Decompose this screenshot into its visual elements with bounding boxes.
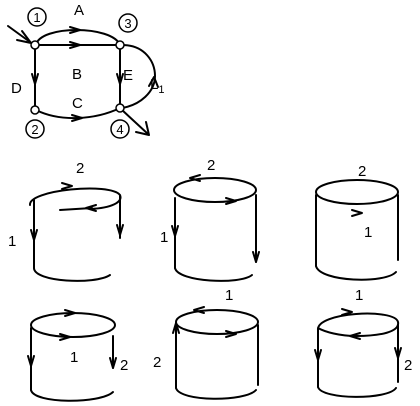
- edge-e-label: E: [123, 67, 133, 84]
- edge-a-arrow: [69, 26, 81, 34]
- surface-6-top-arrow: [341, 308, 353, 316]
- loop-l1-label: L1: [150, 76, 164, 96]
- surface-4-bottom: [30, 389, 114, 402]
- surface-3-bottom: [315, 265, 397, 281]
- outflow-arrowhead: [135, 121, 150, 136]
- surface-5-top: [175, 309, 259, 335]
- surface-4-label-inner: 1: [70, 349, 78, 366]
- edge-d-arrow: [31, 73, 39, 85]
- surface-5-inner-arrow: [225, 330, 237, 338]
- surface-2-left-arrow: [171, 225, 179, 237]
- node-4-dot: [115, 103, 125, 113]
- surface-6-bottom: [317, 386, 397, 398]
- surface-1: 2 1: [8, 160, 124, 282]
- surface-2-top-arrow: [189, 174, 201, 182]
- surface-1-top-arrow: [61, 182, 73, 190]
- surface-6-right-arrow: [394, 347, 402, 359]
- surface-4-label-side: 2: [120, 357, 128, 374]
- surface-4-top: [30, 312, 116, 338]
- surface-6-label-top: 1: [355, 287, 363, 304]
- surface-5-left-arrow: [172, 322, 180, 334]
- surface-3: 2 1: [315, 163, 399, 281]
- surface-1-right-arrow: [116, 224, 124, 236]
- node-4-label: 4: [110, 119, 130, 139]
- svg-text:3: 3: [124, 16, 131, 31]
- edge-c-arrow: [71, 114, 83, 122]
- surface-1-label-top: 2: [76, 160, 84, 177]
- surface-6-inner-arrow: [349, 332, 361, 340]
- edge-c-label: C: [72, 95, 83, 112]
- surface-1-label-side: 1: [8, 233, 16, 250]
- surface-6-top: [316, 312, 400, 337]
- surface-4-top-arrow: [64, 309, 76, 317]
- surface-4-inner-arrow: [59, 333, 71, 341]
- svg-text:2: 2: [31, 122, 38, 137]
- surface-3-inner-arrow: [351, 209, 363, 217]
- outflow-arrow: [121, 109, 149, 135]
- surface-2-bottom: [174, 267, 253, 282]
- surface-1-inner-arrow: [85, 204, 97, 212]
- surface-6-left-arrow: [314, 349, 322, 361]
- surface-5-label-side: 2: [153, 354, 161, 371]
- loop-l1: [121, 44, 156, 109]
- surface-3-label-inner: 1: [364, 224, 372, 241]
- edge-a: [35, 29, 121, 46]
- surface-5-top-arrow: [193, 306, 205, 314]
- node-2-label: 2: [25, 119, 45, 139]
- surface-5: 1 2: [153, 287, 259, 400]
- node-2-dot: [30, 105, 40, 115]
- surface-4-left-arrow: [27, 355, 35, 367]
- surface-2-label-side: 1: [160, 229, 168, 246]
- surface-1-bottom: [33, 267, 111, 282]
- surface-2-label-top: 2: [207, 157, 215, 174]
- surface-2: 2 1: [160, 157, 260, 282]
- node-3-dot: [115, 40, 125, 50]
- loop-l1-arrow: [148, 76, 159, 88]
- network-graph: A B D E C L1 1: [7, 2, 164, 139]
- svg-text:1: 1: [33, 10, 40, 25]
- surface-2-right-arrow: [252, 251, 260, 263]
- surface-4-right-arrow: [109, 357, 117, 369]
- surface-4: 1 2: [27, 309, 128, 402]
- surface-5-bottom: [175, 387, 257, 400]
- svg-text:4: 4: [116, 122, 123, 137]
- edge-e-arrow: [116, 73, 124, 85]
- edge-c: [35, 107, 121, 119]
- inflow-arrow: [7, 25, 31, 43]
- node-1-label: 1: [27, 7, 47, 27]
- edge-a-label: A: [74, 2, 84, 19]
- surface-6: 1 2: [314, 287, 412, 398]
- surface-3-top: [315, 179, 399, 205]
- node-1-dot: [30, 40, 40, 50]
- surface-6-label-side: 2: [404, 357, 412, 374]
- surface-1-top: [29, 187, 122, 210]
- surface-2-inner-arrow: [225, 197, 237, 205]
- edge-b-label: B: [72, 66, 82, 83]
- node-3-label: 3: [118, 13, 138, 33]
- surface-1-left-arrow: [30, 229, 38, 241]
- surface-5-label-top: 1: [225, 287, 233, 304]
- edge-b-arrow: [69, 41, 81, 49]
- surface-2-top: [173, 177, 257, 203]
- edge-d-label: D: [11, 80, 22, 97]
- surface-3-label-top: 2: [358, 163, 366, 180]
